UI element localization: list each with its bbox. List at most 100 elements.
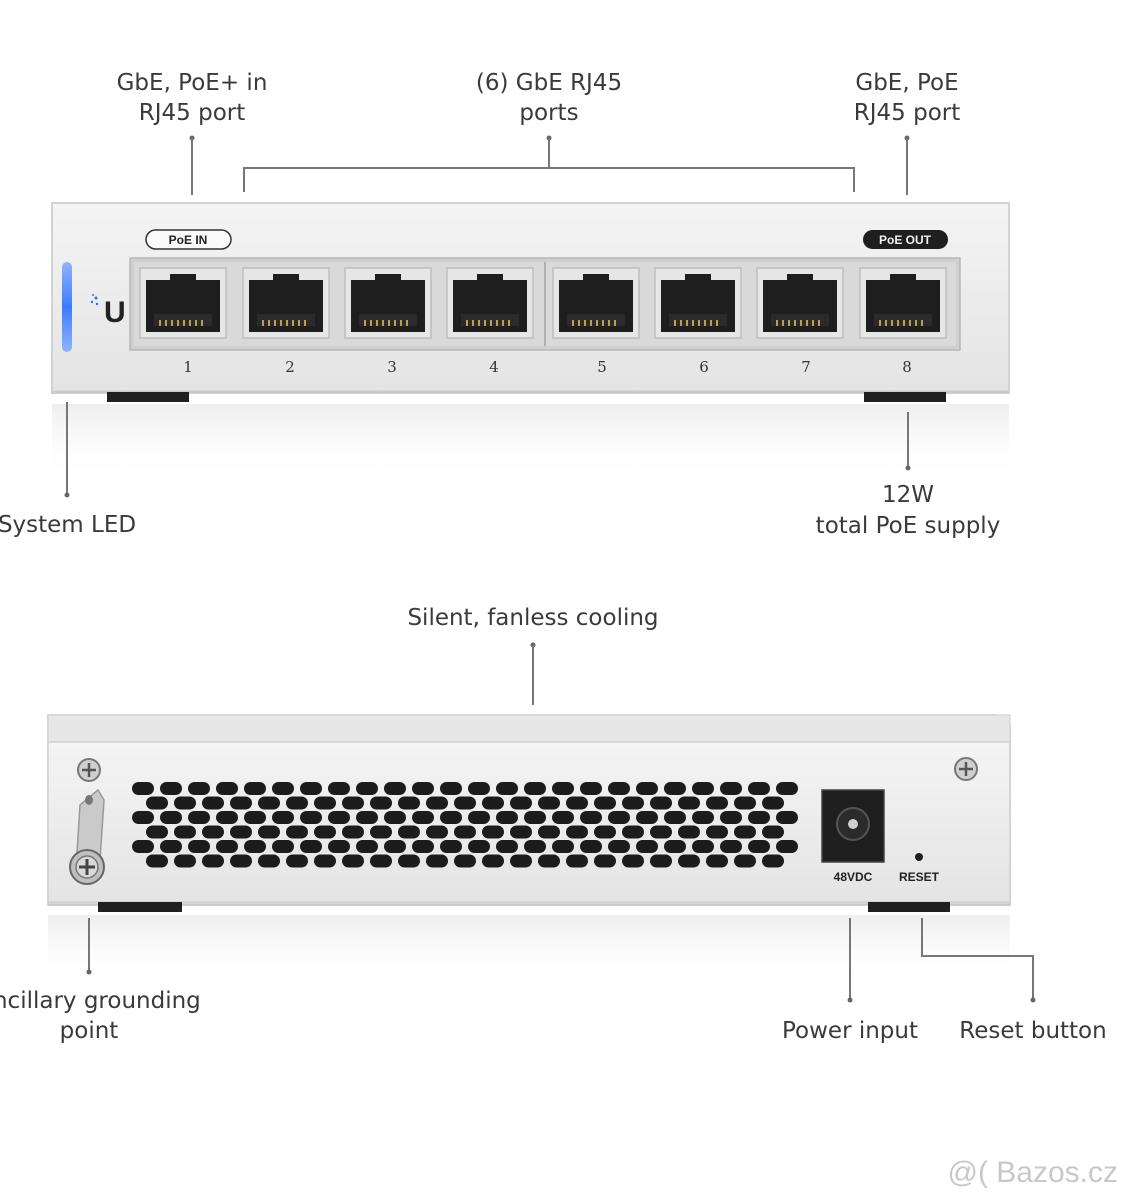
ubiquiti-logo: U	[90, 294, 126, 329]
vent-slot	[426, 854, 448, 868]
power-jack[interactable]	[821, 789, 885, 863]
rj45-port-3[interactable]	[344, 267, 432, 339]
rear-reflection	[48, 915, 1010, 985]
vent-slot	[566, 854, 588, 868]
vent-slot	[216, 811, 238, 824]
poe-in-badge: PoE IN	[145, 229, 232, 250]
vent-slot	[776, 840, 798, 853]
vent-slot	[692, 840, 714, 853]
vent-slot	[244, 782, 266, 795]
rj45-port-4[interactable]	[446, 267, 534, 339]
leader-grounding	[86, 918, 92, 975]
reset-pinhole[interactable]	[915, 853, 923, 861]
vent-slot	[580, 782, 602, 795]
vent-slot	[440, 811, 462, 824]
leader-reset	[921, 918, 1036, 1003]
vent-slot	[230, 796, 252, 810]
vent-slot	[720, 840, 742, 853]
vent-slot	[286, 796, 308, 810]
vent-slot	[636, 782, 658, 795]
vent-slot	[398, 796, 420, 810]
vent-slot	[384, 811, 406, 824]
vent-slot	[440, 840, 462, 853]
vent-slot	[454, 825, 476, 839]
vent-slot	[636, 840, 658, 853]
vent-slot	[566, 796, 588, 810]
vent-slot	[678, 854, 700, 868]
vent-slot	[482, 825, 504, 839]
port-number-6: 6	[699, 358, 709, 376]
leader-poe-in	[189, 135, 195, 195]
vent-slot	[258, 854, 280, 868]
vent-slot	[160, 811, 182, 824]
vent-slot	[678, 796, 700, 810]
poe-in-label: PoE IN	[169, 233, 208, 247]
vent-slot	[258, 796, 280, 810]
callout-poe-in-line2: RJ45 port	[139, 100, 246, 126]
vent-slot	[734, 796, 756, 810]
vent-slot	[748, 782, 770, 795]
vent-slot	[272, 782, 294, 795]
callout-grounding-line2: point	[60, 1018, 119, 1044]
vent-slot	[398, 825, 420, 839]
vent-slot	[286, 854, 308, 868]
port-number-5: 5	[597, 358, 607, 376]
vent-slot	[664, 811, 686, 824]
rj45-port-5[interactable]	[552, 267, 640, 339]
rj45-port-8[interactable]	[859, 267, 947, 339]
rj45-port-1[interactable]	[139, 267, 227, 339]
vent-slot	[146, 796, 168, 810]
vent-slot	[720, 811, 742, 824]
vent-slot	[552, 782, 574, 795]
front-foot-left	[107, 392, 189, 402]
vent-slot	[566, 825, 588, 839]
vent-slot	[622, 825, 644, 839]
reset-label: RESET	[899, 870, 940, 884]
rj45-port-2[interactable]	[242, 267, 330, 339]
vent-slot	[146, 854, 168, 868]
callout-poe-supply-line1: 12W	[882, 482, 934, 508]
vent-slot	[538, 825, 560, 839]
vent-slot	[202, 796, 224, 810]
vent-slot	[762, 854, 784, 868]
vent-slot	[594, 854, 616, 868]
vent-slot	[692, 811, 714, 824]
vent-slot	[496, 840, 518, 853]
power-jack-label: 48VDC	[834, 870, 873, 884]
rear-foot-right	[868, 902, 950, 912]
vent-slot	[328, 811, 350, 824]
vent-slot	[468, 782, 490, 795]
vent-slot	[580, 811, 602, 824]
vent-slot	[370, 854, 392, 868]
vent-slot	[328, 840, 350, 853]
vent-slot	[622, 854, 644, 868]
vent-slot	[412, 840, 434, 853]
vent-slot	[314, 796, 336, 810]
vent-slot	[510, 825, 532, 839]
vent-slot	[328, 782, 350, 795]
leader-gbe-ports	[243, 135, 855, 192]
vent-slot	[762, 825, 784, 839]
vent-slot	[384, 840, 406, 853]
port-number-2: 2	[285, 358, 295, 376]
callout-gbe-ports-line2: ports	[519, 100, 578, 126]
vent-slot	[748, 840, 770, 853]
rj45-port-7[interactable]	[756, 267, 844, 339]
screw-top-right	[954, 757, 978, 781]
vent-slot	[552, 811, 574, 824]
vent-slot	[132, 782, 154, 795]
vent-slot	[342, 825, 364, 839]
poe-out-badge: PoE OUT	[863, 230, 948, 249]
vent-slot	[342, 796, 364, 810]
vent-slot	[160, 840, 182, 853]
vent-slot	[398, 854, 420, 868]
vent-slot	[706, 854, 728, 868]
vent-slot	[454, 796, 476, 810]
rj45-port-6[interactable]	[654, 267, 742, 339]
vent-slot	[580, 840, 602, 853]
leader-poe-supply	[905, 412, 911, 471]
vent-slot	[384, 782, 406, 795]
vent-slot	[132, 840, 154, 853]
vent-slot	[510, 854, 532, 868]
rear-foot-left	[98, 902, 182, 912]
